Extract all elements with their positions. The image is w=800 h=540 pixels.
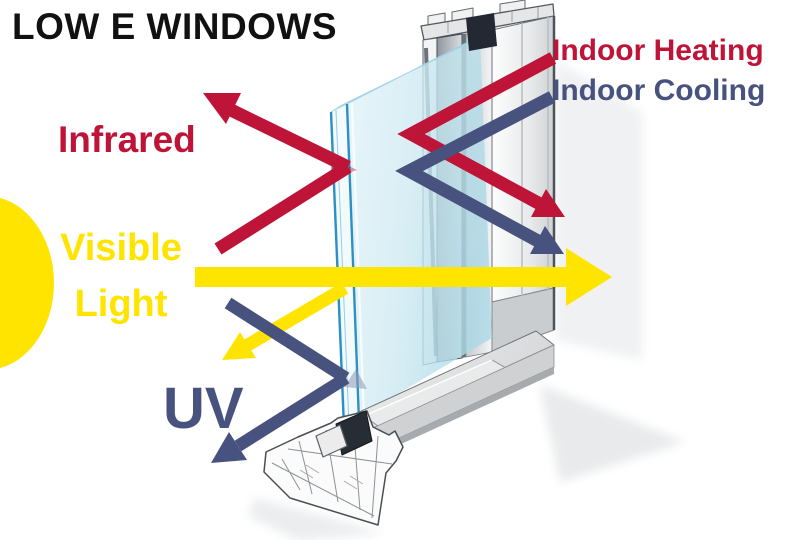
glazing-bead <box>315 424 348 458</box>
sun-icon <box>0 197 54 369</box>
rays <box>195 52 612 463</box>
glazing-slot-top <box>466 13 497 51</box>
infrared-label: Infrared <box>58 119 196 160</box>
page-title: LOW E WINDOWS <box>12 6 338 47</box>
uv-incident-ray <box>224 297 367 389</box>
uv-label: UV <box>163 376 244 441</box>
glass-face <box>331 36 492 426</box>
infrared-reflected-arrow <box>203 93 351 173</box>
indoor-heating-label: Indoor Heating <box>552 34 764 67</box>
visible-light-reflected-arrow <box>222 282 349 360</box>
indoor-cooling-label: Indoor Cooling <box>552 74 766 107</box>
indoor-heating-arrow <box>397 52 565 217</box>
visible-light-label: Visible Light <box>40 220 202 332</box>
indoor-cooling-arrow <box>395 91 564 254</box>
visible-light-label-line2: Light <box>74 283 168 325</box>
inner-pane-edge <box>345 103 361 422</box>
window-sill <box>263 330 555 526</box>
uv-reflected-arrow <box>211 372 350 463</box>
visible-light-arrow <box>195 248 612 306</box>
shadows <box>248 60 685 540</box>
visible-light-label-line1: Visible <box>60 227 182 269</box>
